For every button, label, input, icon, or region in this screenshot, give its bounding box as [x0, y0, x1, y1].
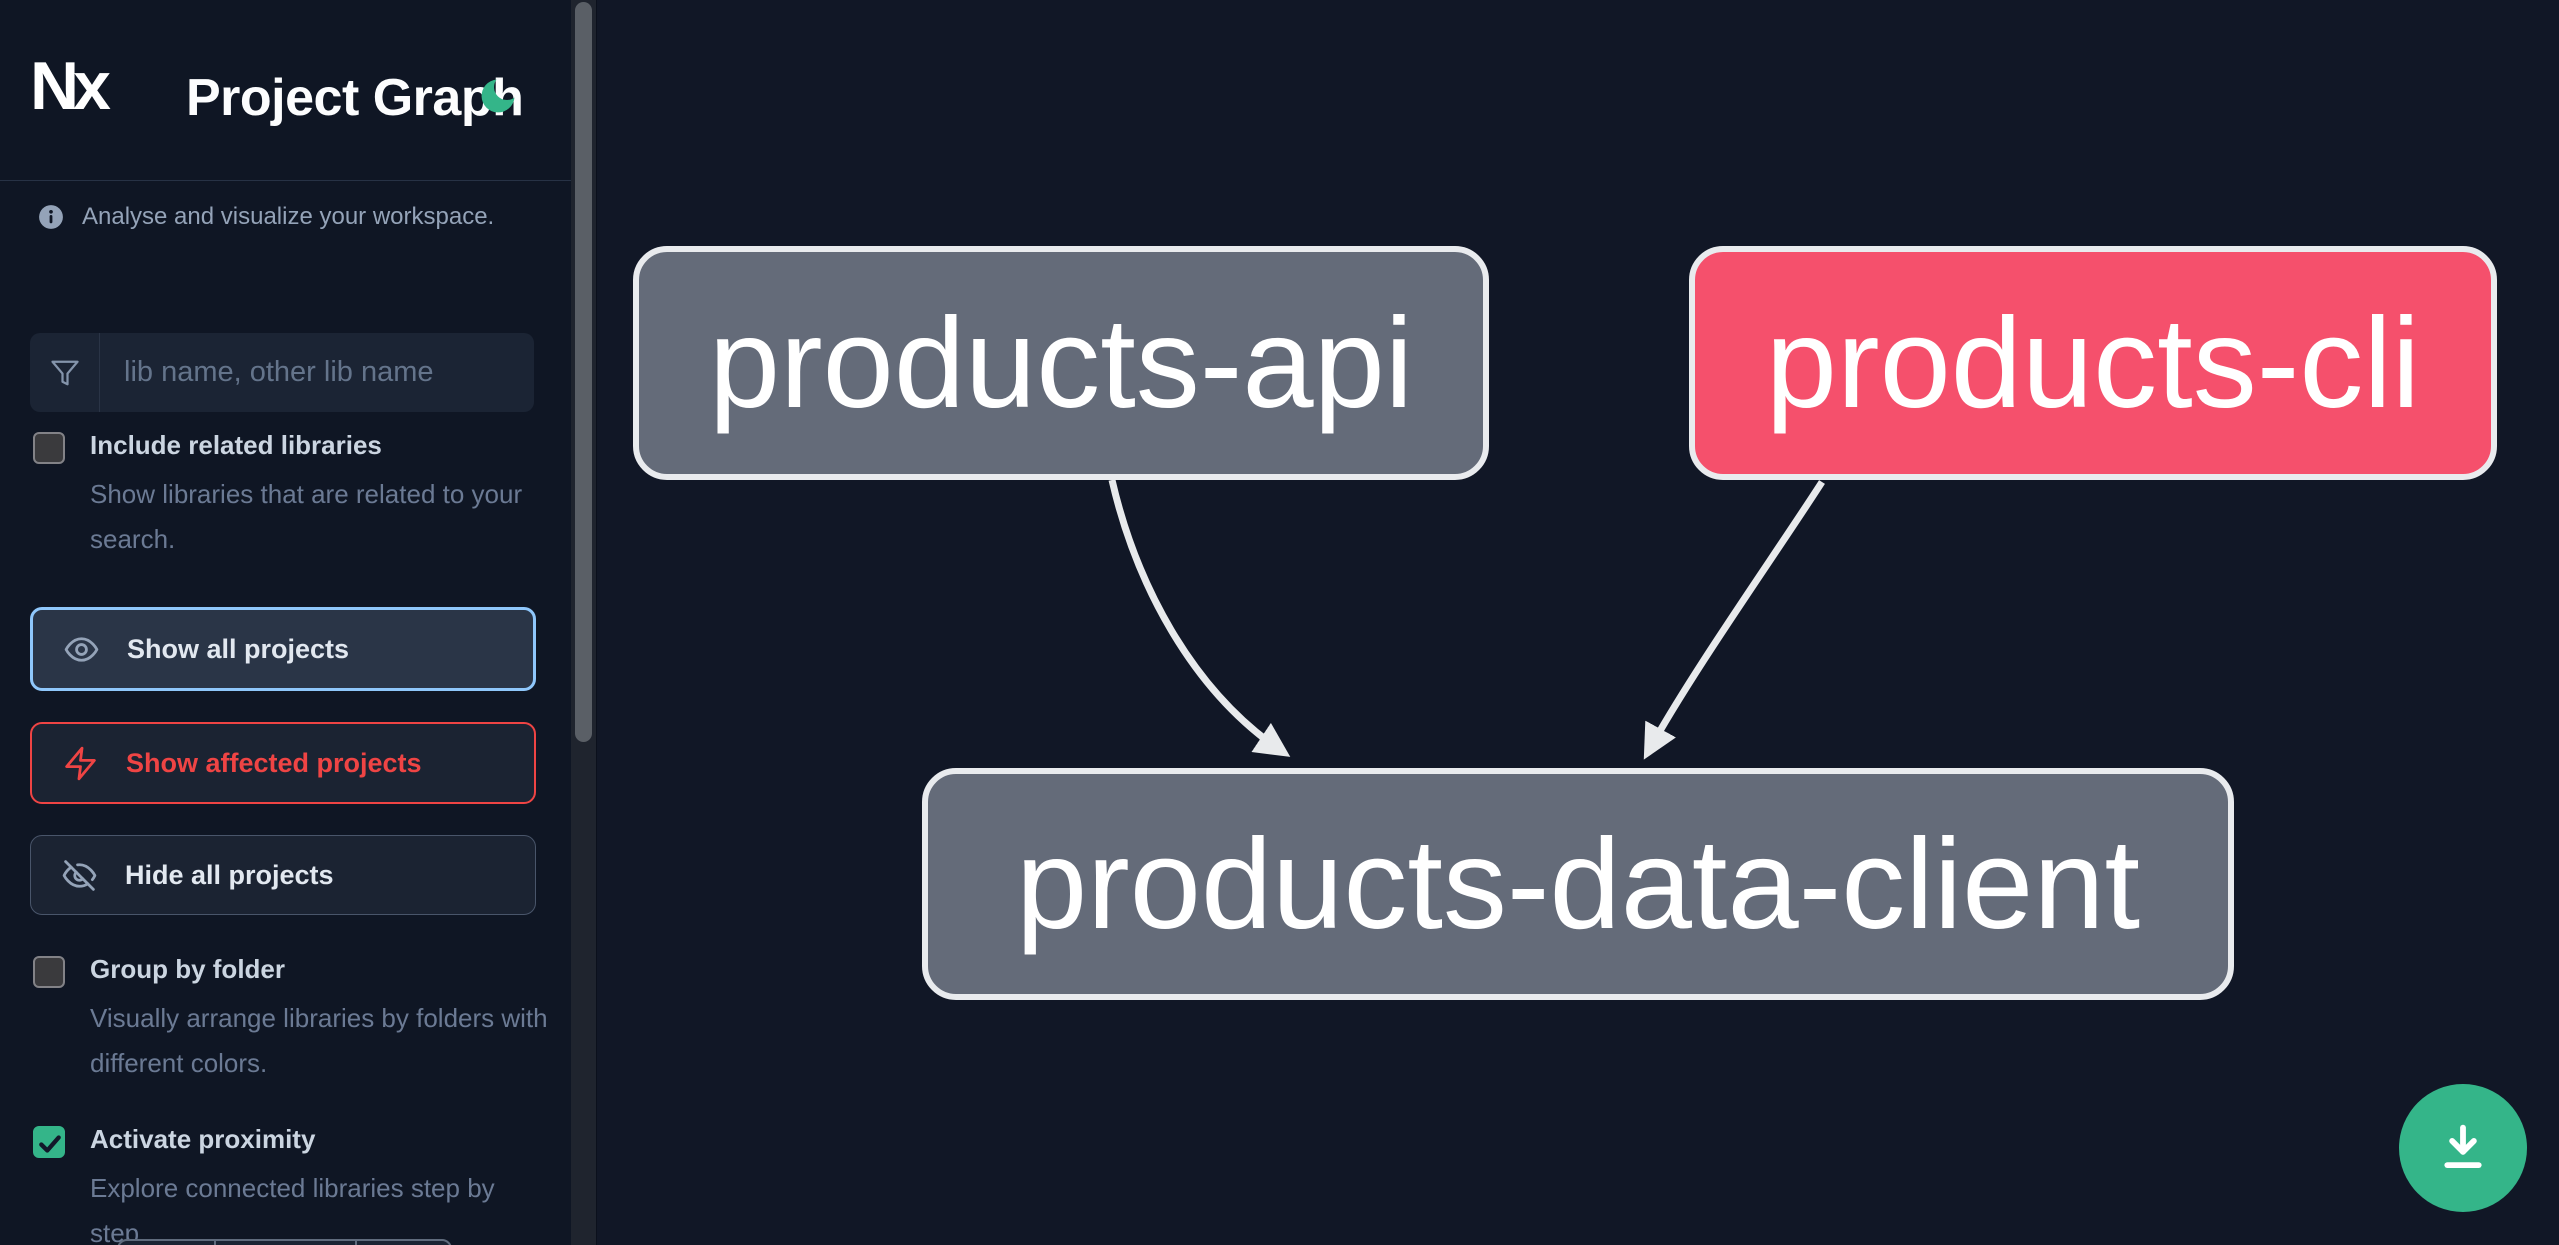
search-box	[30, 333, 534, 412]
node-label: products-cli	[1765, 291, 2421, 435]
edge-products-cli-to-products-data-client	[1643, 480, 1825, 760]
moon-icon	[476, 79, 520, 121]
stepper-decrement[interactable]	[119, 1241, 216, 1245]
toggle-description: Explore connected libraries step by step…	[90, 1173, 495, 1245]
node-products-api[interactable]: products-api	[633, 246, 1489, 480]
sidebar-header: Nx Project Graph	[0, 0, 572, 181]
node-products-cli[interactable]: products-cli	[1689, 246, 2497, 480]
toggle-description: Visually arrange libraries by folders wi…	[90, 1003, 548, 1078]
toggle-label: Include related libraries	[90, 430, 382, 460]
proximity-depth-stepper[interactable]	[117, 1239, 452, 1245]
button-label: Show affected projects	[126, 747, 422, 778]
search-input[interactable]	[100, 333, 534, 412]
funnel-icon	[30, 333, 100, 412]
button-label: Hide all projects	[125, 859, 334, 890]
show-affected-projects-button[interactable]: Show affected projects	[30, 722, 536, 804]
graph-canvas[interactable]: products-api products-cli products-data-…	[598, 0, 2559, 1245]
button-label: Show all projects	[127, 633, 350, 664]
sidebar: Nx Project Graph Analyse and visualize y…	[0, 0, 597, 1245]
toggle-label: Group by folder	[90, 954, 285, 984]
node-label: products-data-client	[1015, 812, 2141, 956]
stepper-increment[interactable]	[357, 1241, 450, 1245]
eye-icon	[63, 631, 100, 668]
checkbox-group-by-folder[interactable]	[33, 956, 65, 988]
theme-toggle-button[interactable]	[476, 74, 520, 118]
sidebar-scrollbar-track	[571, 0, 596, 1245]
nx-logo: Nx	[30, 48, 111, 124]
hide-all-projects-button[interactable]: Hide all projects	[30, 835, 536, 915]
download-graph-button[interactable]	[2399, 1084, 2527, 1212]
check-icon	[39, 1135, 61, 1153]
sidebar-scrollbar-thumb[interactable]	[575, 2, 592, 742]
toggle-label: Activate proximity	[90, 1124, 316, 1154]
page-title: Project Graph	[186, 69, 524, 127]
info-icon	[38, 204, 64, 230]
eye-off-icon	[61, 857, 98, 894]
lightning-icon	[62, 745, 99, 782]
toggle-description: Show libraries that are related to your …	[90, 479, 523, 554]
checkbox-include-related[interactable]	[33, 432, 65, 464]
tagline-text: Analyse and visualize your workspace.	[82, 203, 495, 230]
node-products-data-client[interactable]: products-data-client	[922, 768, 2234, 1000]
download-icon	[2434, 1118, 2492, 1179]
tagline-row: Analyse and visualize your workspace.	[38, 203, 558, 231]
edge-products-api-to-products-data-client	[1108, 479, 1291, 757]
checkbox-activate-proximity[interactable]	[33, 1126, 65, 1158]
show-all-projects-button[interactable]: Show all projects	[30, 607, 536, 691]
node-label: products-api	[708, 291, 1414, 435]
stepper-value	[216, 1241, 357, 1245]
